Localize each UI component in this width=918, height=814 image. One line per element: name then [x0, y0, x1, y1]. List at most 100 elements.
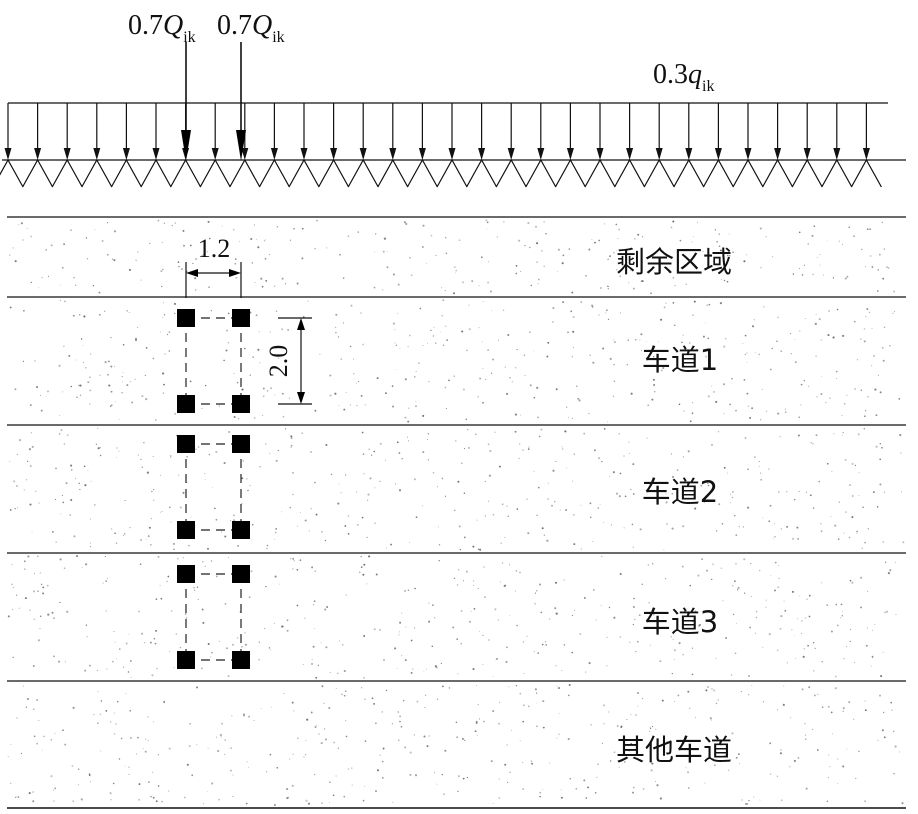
speckle: [206, 547, 210, 550]
speckle: [652, 726, 654, 728]
speckle: [662, 366, 665, 370]
speckle: [893, 290, 896, 293]
speckle: [478, 285, 480, 287]
load-arrowhead: [478, 148, 486, 160]
speckle: [631, 523, 634, 526]
speckle: [810, 442, 812, 444]
speckle: [383, 659, 385, 661]
speckle: [770, 575, 772, 577]
speckle: [202, 621, 205, 624]
speckle: [407, 589, 410, 591]
speckle: [729, 502, 731, 504]
speckle: [692, 402, 694, 404]
speckle: [880, 675, 883, 678]
speckle: [296, 604, 299, 607]
speckle: [504, 584, 507, 587]
speckle: [798, 416, 801, 419]
speckle: [220, 736, 222, 738]
speckle: [534, 688, 537, 691]
speckle: [828, 754, 830, 756]
speckle: [75, 359, 77, 361]
speckle: [452, 626, 455, 629]
speckle: [260, 277, 263, 280]
speckle: [685, 283, 687, 286]
speckle: [771, 255, 774, 258]
speckle: [627, 339, 630, 342]
speckle: [290, 446, 292, 448]
speckle: [580, 505, 582, 507]
speckle: [864, 709, 867, 712]
speckle: [312, 604, 315, 606]
speckle: [392, 322, 395, 325]
speckle: [778, 577, 780, 579]
speckle: [89, 389, 92, 392]
speckle: [408, 440, 409, 442]
speckle: [854, 321, 856, 323]
speckle: [715, 400, 718, 403]
speckle: [36, 742, 39, 745]
speckle: [616, 269, 618, 271]
speckle: [671, 527, 674, 530]
speckle: [536, 725, 538, 727]
speckle: [671, 475, 675, 479]
speckle: [798, 231, 801, 234]
support-mark: [199, 158, 231, 188]
speckle: [773, 523, 775, 525]
speckle: [508, 686, 510, 688]
speckle: [855, 777, 857, 779]
speckle: [148, 526, 151, 529]
speckle: [456, 584, 459, 586]
speckle: [358, 571, 361, 574]
speckle: [751, 684, 753, 686]
speckle: [410, 671, 413, 674]
speckle: [189, 380, 192, 383]
speckle: [141, 632, 144, 635]
speckle: [412, 668, 414, 670]
speckle: [462, 281, 465, 284]
speckle: [59, 414, 61, 416]
speckle: [701, 558, 703, 560]
speckle: [501, 503, 504, 506]
axle-spacing-value: 2.0: [264, 345, 293, 378]
speckle: [54, 787, 57, 790]
speckle: [66, 610, 69, 613]
speckle: [89, 542, 91, 544]
speckle: [130, 677, 132, 679]
speckle: [168, 506, 171, 509]
speckle: [436, 783, 438, 785]
speckle: [156, 667, 158, 670]
speckle: [291, 701, 294, 704]
speckle: [484, 596, 486, 598]
speckle: [311, 658, 313, 660]
speckle: [626, 364, 628, 366]
speckle: [505, 660, 508, 663]
speckle: [277, 357, 280, 359]
speckle: [755, 616, 758, 619]
speckle: [325, 443, 328, 447]
speckle: [648, 601, 650, 604]
speckle: [287, 328, 290, 331]
speckle: [480, 256, 483, 259]
speckle: [363, 635, 366, 637]
speckle: [620, 312, 621, 314]
speckle: [804, 318, 806, 319]
speckle: [755, 610, 758, 613]
speckle: [326, 606, 329, 608]
speckle: [457, 790, 459, 793]
speckle: [204, 384, 207, 387]
speckle: [398, 631, 401, 633]
speckle: [163, 222, 166, 224]
speckle: [40, 583, 43, 586]
speckle: [455, 269, 457, 272]
speckle: [329, 672, 331, 674]
speckle: [141, 466, 143, 468]
speckle: [305, 799, 308, 802]
speckle: [234, 258, 237, 260]
speckle: [210, 310, 212, 312]
speckle: [555, 612, 558, 615]
speckle: [113, 230, 117, 233]
speckle: [780, 615, 783, 618]
speckle: [598, 457, 600, 459]
speckle: [732, 491, 734, 493]
speckle: [670, 636, 672, 638]
